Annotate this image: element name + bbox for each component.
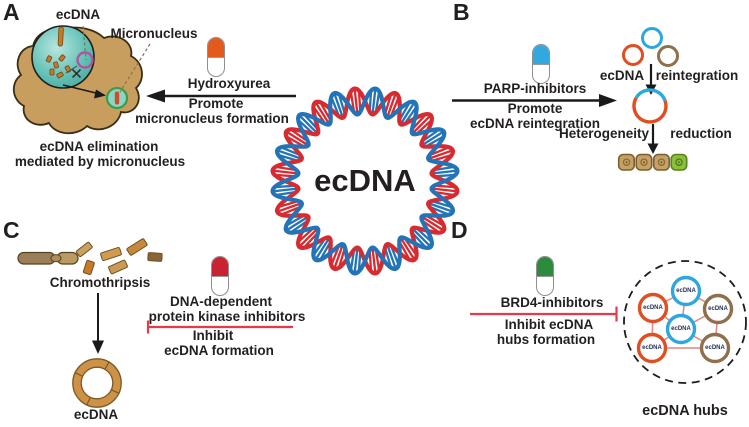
panel-b-effect-line1: Promote [507,101,563,116]
ecdna-circle-orange [622,44,644,66]
hydroxyurea-capsule-icon [207,37,225,77]
arrowhead-right [599,94,617,107]
ecdna-hubs-illustration [470,260,747,384]
blocked-path-line [65,65,78,74]
hub-label: ecDNA [705,345,725,351]
chromothripsis-label: Chromothripsis [49,275,151,290]
dnapk-drug-line2: protein kinase inhibitors [148,309,306,324]
hydroxyurea-drug-label: Hydroxyurea [187,76,271,91]
ecdna-ring-in-nucleus [76,51,94,69]
cell-with-micronucleus-illustration [12,25,296,135]
arrowhead-down [647,143,659,154]
chromosome-fragments-in-nucleus [45,26,72,79]
brd4-drug-label: BRD4-inhibitors [500,295,604,310]
ecdna-pointer-label: ecDNA [55,7,101,22]
centromere [50,254,62,263]
reintegration-step-left-label: ecDNA [599,68,645,83]
hub-label: ecDNA [676,288,696,294]
panel-d-letter: D [451,217,468,243]
cross-out-x-icon [71,68,82,79]
hub-label: ecDNA [643,305,663,311]
dnapk-drug-line1: DNA-dependent [170,294,272,309]
panel-d-effect-line1: Inhibit ecDNA [504,317,594,332]
dnapk-inhibition-bar [146,320,293,334]
heterogeneity-step-left-label: Heterogeneity [558,126,650,141]
heterogeneity-step-right-label: reduction [670,126,732,141]
micronucleus-pointer-label: Micronucleus [110,26,198,41]
center-ecdna-label: ecDNA [314,163,416,198]
ecdna-circle-blue [641,27,663,49]
arrowhead-left [146,89,165,103]
panel-a-caption-line2: mediated by micronucleus [14,154,186,169]
parp-inhibitor-capsule-icon [532,44,550,84]
panel-c-effect-line1: Inhibit [192,328,234,343]
chromothripsis-illustration [17,238,293,408]
merged-circle-blue-arc [634,88,667,102]
shattered-fragments [75,238,163,276]
tumor-cells-row [617,153,688,171]
hub-label: ecDNA [642,345,662,351]
merged-circle-orange-arc [632,97,668,124]
hub-label: ecDNA [708,306,728,312]
panel-b-letter: B [453,0,470,25]
hub-label: ecDNA [671,326,691,332]
ecdna-circle-brown [657,45,679,67]
arrowhead-down [92,340,104,354]
panel-a-caption-line1: ecDNA elimination [39,139,159,154]
ecdna-product-ring [72,358,122,408]
brd4-inhibition-bar [470,306,618,322]
parp-drug-label: PARP-inhibitors [483,81,587,96]
panel-b-effect-line2: ecDNA reintegration [469,116,601,131]
ecdna-product-label: ecDNA [73,407,119,422]
label-pointer-dashed-lines [82,25,151,93]
reintegration-step-right-label: reintegration [655,68,739,83]
dnapk-inhibitor-capsule-icon [211,256,229,296]
arrowhead [94,89,106,99]
ecdna-circular-helix [270,86,460,276]
micronucleus-fragment [114,91,120,105]
panel-a-effect-line1: Promote [188,96,244,111]
hub-boundary-dashed-circle [623,260,747,384]
chromosome-arm-long [17,251,56,265]
ecdna-hubs-caption: ecDNA hubs [642,403,728,419]
panel-d-effect-line2: hubs formation [496,332,596,347]
brd4-inhibitor-capsule-icon [536,256,554,296]
panel-c-letter: C [3,217,20,243]
panel-a-letter: A [3,0,20,25]
panel-a-effect-line2: micronucleus formation [135,111,289,126]
hub-ecdna-circles [636,275,734,364]
fragments-to-micronucleus-arrow [62,84,99,95]
panel-c-effect-line2: ecDNA formation [164,343,274,358]
parp-reintegration-illustration [452,27,688,171]
